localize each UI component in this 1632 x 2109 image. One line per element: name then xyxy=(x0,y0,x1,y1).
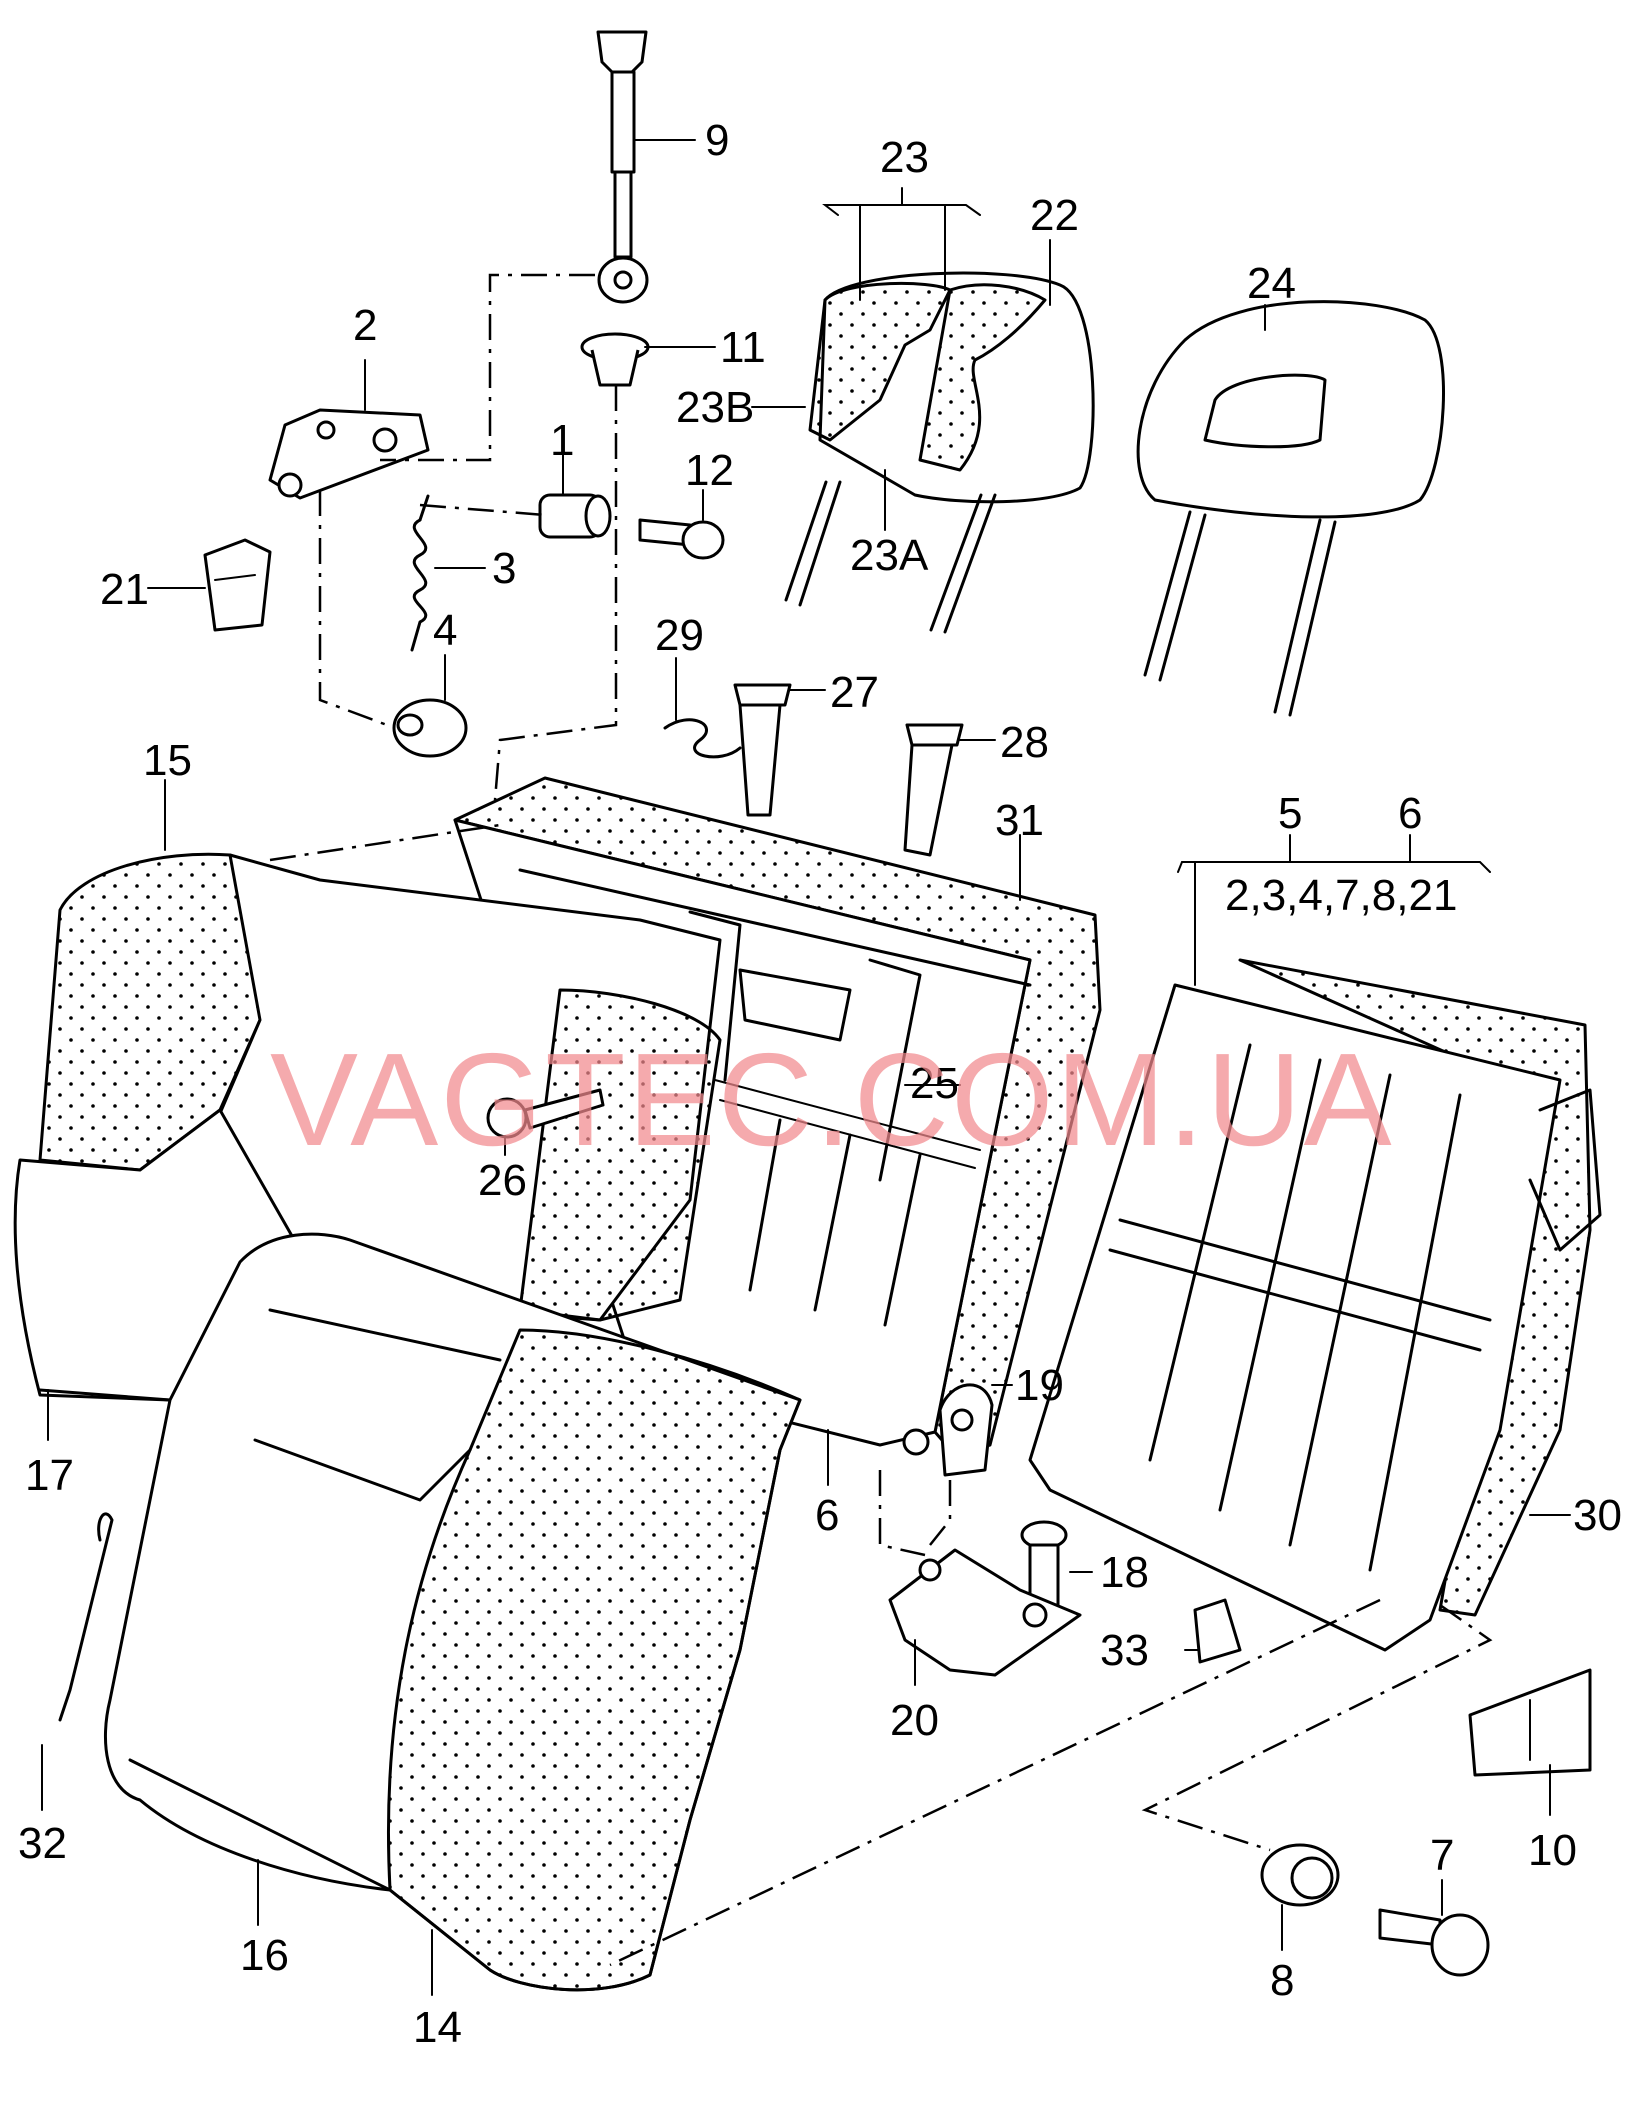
clip-part-29 xyxy=(663,718,742,759)
button-part-4 xyxy=(392,698,468,758)
callout-23b: 23B xyxy=(676,383,754,432)
callout-6: 6 xyxy=(815,1491,839,1540)
bolt-part-7 xyxy=(1378,1908,1490,1977)
callout-20: 20 xyxy=(890,1696,939,1745)
callout-3: 3 xyxy=(492,544,516,593)
callout-23: 23 xyxy=(880,133,929,182)
callout-8: 8 xyxy=(1270,1956,1294,2005)
hinge-part-19 xyxy=(902,1383,994,1477)
callout-16: 16 xyxy=(240,1931,289,1980)
cap-part-10 xyxy=(1468,1668,1592,1777)
callout-23a: 23A xyxy=(850,531,929,580)
callout-11: 11 xyxy=(720,323,766,372)
callout-19: 19 xyxy=(1015,1361,1064,1410)
callout-30: 30 xyxy=(1573,1491,1622,1540)
callout-7: 7 xyxy=(1430,1831,1454,1880)
grommet-part-8 xyxy=(1260,1843,1340,1907)
callout-14: 14 xyxy=(413,2003,462,2052)
screw-part-26 xyxy=(486,1088,605,1139)
callout-6-group: 6 xyxy=(1398,789,1422,838)
callout-18: 18 xyxy=(1100,1548,1149,1597)
bracket-part-20 xyxy=(888,1548,1082,1677)
seat-cushion-part-14 xyxy=(104,1232,802,1992)
callout-10: 10 xyxy=(1528,1826,1577,1875)
latch-part-21 xyxy=(203,538,272,632)
callout-group-5-6: 2,3,4,7,8,21 xyxy=(1225,871,1457,920)
callout-15: 15 xyxy=(143,736,192,785)
headrest-part-22 xyxy=(784,271,1095,634)
headrest-part-24 xyxy=(1136,300,1445,717)
callout-28: 28 xyxy=(1000,718,1049,767)
callout-31: 31 xyxy=(995,796,1044,845)
callout-4: 4 xyxy=(433,606,457,655)
clip-part-33 xyxy=(1193,1598,1242,1664)
callout-labels: 9 11 2 1 12 3 4 21 29 27 28 23 22 23B 23… xyxy=(18,116,1622,2052)
callout-22: 22 xyxy=(1030,191,1079,240)
guide-part-27 xyxy=(733,683,792,817)
callout-5: 5 xyxy=(1278,789,1302,838)
callout-26: 26 xyxy=(478,1156,527,1205)
callout-33: 33 xyxy=(1100,1626,1149,1675)
wire-part-32 xyxy=(58,1512,114,1722)
callout-17: 17 xyxy=(25,1451,74,1500)
callout-1: 1 xyxy=(550,416,574,465)
callout-12: 12 xyxy=(685,446,734,495)
guide-part-28 xyxy=(903,723,964,857)
assembly-lines xyxy=(269,273,1493,1967)
spring-part-3 xyxy=(410,494,430,652)
leader-lines xyxy=(41,139,1571,1996)
clip-part-11 xyxy=(580,332,650,387)
callout-27: 27 xyxy=(830,668,879,717)
callout-21: 21 xyxy=(100,565,149,614)
strut-part-9 xyxy=(596,30,649,304)
callout-25: 25 xyxy=(910,1059,959,1108)
callout-2: 2 xyxy=(353,301,377,350)
bushing-part-1 xyxy=(538,493,612,539)
bolt-part-18 xyxy=(1020,1520,1068,1607)
bracket-part-2 xyxy=(268,408,430,500)
watermark-text: VAGTEC.COM.UA xyxy=(270,1026,1394,1173)
callout-32: 32 xyxy=(18,1819,67,1868)
callout-9: 9 xyxy=(705,116,729,165)
bolt-part-12 xyxy=(638,518,725,560)
callout-24: 24 xyxy=(1247,259,1296,308)
backrest-frame-part-30 xyxy=(1028,958,1602,1652)
callout-29: 29 xyxy=(655,611,704,660)
